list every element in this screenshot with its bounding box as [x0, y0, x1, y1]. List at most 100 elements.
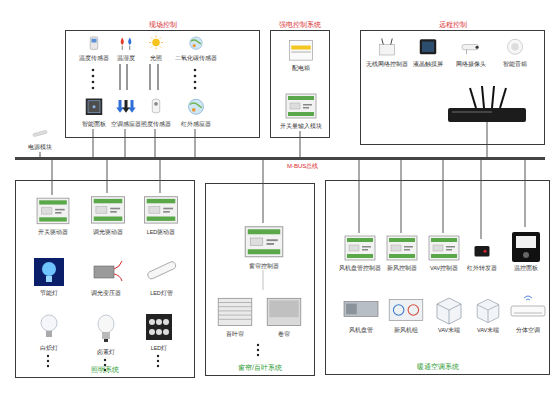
- lamp-device: LED灯管: [139, 256, 184, 298]
- group-title: 强电控制系统: [251, 21, 349, 29]
- device-icon-holder: [453, 37, 489, 61]
- device-icon-holder: [467, 239, 497, 265]
- device-icon: [381, 233, 423, 265]
- device-icon-holder: [79, 97, 109, 121]
- hvac-device: VAV末端: [429, 293, 469, 335]
- device-icon-holder: [139, 256, 184, 290]
- bus-drop-wire: [525, 160, 526, 227]
- bus-drop-wire: [52, 160, 53, 195]
- device-icon: [385, 293, 427, 327]
- device-icon-holder: [24, 128, 56, 144]
- device-icon-holder: [495, 37, 535, 61]
- device-icon-holder: [506, 227, 546, 265]
- device-caption: 网络摄像头: [447, 61, 495, 68]
- device-icon-holder: [141, 35, 171, 55]
- device-caption: 电源模块: [18, 144, 62, 151]
- hvac-module: 风机盘管控制器: [339, 233, 381, 273]
- driver-module: LED驱动器: [139, 193, 183, 237]
- device-caption: LED灯: [133, 345, 185, 352]
- device-icon-holder: [278, 91, 324, 123]
- group-box: 照明系统开关驱动器调光驱动器LED驱动器节能灯调光变压器LED灯管白炽灯卤素灯L…: [15, 180, 195, 378]
- device-icon: [369, 37, 405, 61]
- device-icon: [339, 233, 381, 265]
- device-icon: [176, 35, 216, 55]
- device-caption: 开关量输入模块: [272, 123, 330, 130]
- device-icon-holder: [369, 37, 405, 61]
- device-caption: 分体空调: [502, 327, 554, 334]
- device-caption: 调光驱动器: [80, 229, 136, 236]
- hvac-module: VAV控制器: [423, 233, 465, 273]
- distribution-box: 配电箱: [281, 39, 321, 73]
- device-icon-holder: [385, 293, 427, 327]
- device-icon-holder: [339, 233, 381, 265]
- device-caption: 温度传感器: [73, 55, 115, 62]
- device-icon: [411, 37, 445, 61]
- device-icon: [86, 193, 130, 229]
- device-icon: [139, 311, 179, 345]
- device-caption: VAV末端: [423, 327, 475, 334]
- sensor-device: 二氧化碳传感器: [176, 35, 216, 63]
- device-caption: 液晶触摸屏: [405, 61, 451, 68]
- group-box: 强电控制系统配电箱开关量输入模块: [270, 30, 330, 138]
- device-icon: [470, 293, 506, 327]
- device-icon-holder: [381, 233, 423, 265]
- device-icon: [29, 311, 69, 345]
- device-icon-holder: [139, 193, 183, 229]
- device-icon-holder: [176, 97, 216, 121]
- gateway-router: [448, 86, 526, 145]
- thermostat-panel: 温控面板: [506, 227, 546, 273]
- sensor-device: 温湿度: [111, 35, 141, 63]
- device-icon: [281, 39, 321, 65]
- power-module: 电源模块: [24, 128, 56, 152]
- device-caption: 风机盘管控制器: [333, 265, 387, 272]
- device-caption: 开关驱动器: [25, 229, 81, 236]
- device-icon-holder: [339, 293, 383, 327]
- device-icon-holder: [29, 311, 69, 345]
- bus-drop-wire: [443, 160, 444, 233]
- sensor-device: 温度传感器: [79, 35, 109, 63]
- sensor-arrows: [120, 64, 158, 90]
- remote-device: 无线网络控制器: [369, 37, 405, 69]
- device-icon-holder: [29, 256, 69, 290]
- device-icon: [111, 35, 141, 55]
- curtain-module: 窗帘控制器: [239, 223, 289, 271]
- device-icon: [141, 35, 171, 55]
- device-caption: 卷帘: [257, 331, 311, 338]
- curtain-device: 百叶帘: [214, 295, 256, 339]
- device-icon-holder: [176, 35, 216, 55]
- ellipsis-dots: [47, 69, 259, 372]
- device-caption: VAV控制器: [417, 265, 471, 272]
- device-icon-holder: [139, 311, 179, 345]
- device-caption: 调光变压器: [80, 290, 132, 297]
- device-caption: 风机盘管: [333, 327, 389, 334]
- bus-label: M-BUS总线: [287, 162, 318, 171]
- device-icon-holder: [281, 39, 321, 65]
- device-icon-holder: [86, 256, 126, 290]
- device-caption: 配电箱: [275, 65, 327, 72]
- driver-module: 调光驱动器: [86, 193, 130, 237]
- sensor-device: 照度传感器: [141, 97, 171, 129]
- device-caption: 智能音箱: [489, 61, 541, 68]
- bus-drop-wire: [40, 152, 41, 157]
- device-icon: [141, 97, 171, 121]
- device-caption: LED驱动器: [133, 229, 189, 236]
- device-caption: 新风机组: [379, 327, 433, 334]
- device-icon: [139, 256, 184, 290]
- device-icon-holder: [411, 37, 445, 61]
- device-icon: [24, 128, 56, 144]
- device-icon: [239, 223, 289, 263]
- hvac-module: 新风控制器: [381, 233, 423, 273]
- device-caption: 光照: [135, 55, 177, 62]
- device-caption: 白炽灯: [23, 345, 75, 352]
- device-icon-holder: [86, 193, 130, 229]
- bus-drop-wire: [401, 160, 402, 233]
- device-icon-holder: [111, 97, 141, 121]
- device-icon: [453, 37, 489, 61]
- hvac-device: VAV末端: [470, 293, 506, 335]
- sensor-device: 红外感应器: [176, 97, 216, 129]
- device-icon: [423, 233, 465, 265]
- device-caption: 空调感应器: [105, 121, 147, 128]
- group-box: 现场控制温度传感器温湿度光照二氧化碳传感器智能面板空调感应器照度传感器红外感应器: [65, 30, 260, 138]
- device-icon: [86, 309, 126, 349]
